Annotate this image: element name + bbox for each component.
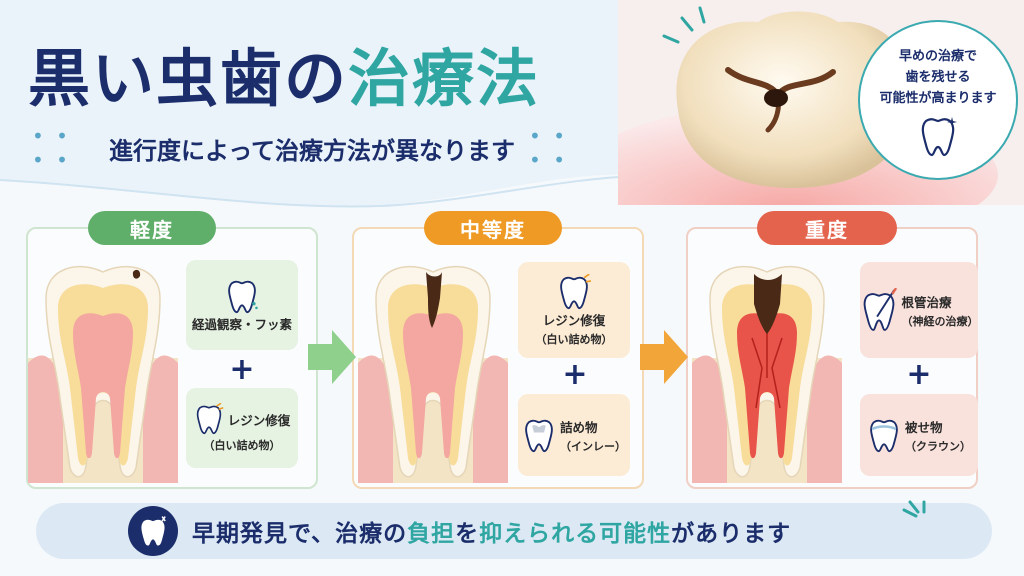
severe-treatment-2-label: 被せ物: [905, 419, 943, 435]
page-subtitle: 進行度によって治療方法が異なります: [108, 136, 516, 165]
moderate-treatment-2-label: 詰め物: [560, 419, 598, 435]
bubble-line-3: 可能性が高まります: [879, 91, 997, 106]
bubble-line-1: 早めの治療で: [898, 49, 977, 64]
arrow-right-icon: [640, 330, 688, 384]
bottom-message: 早期発見で、治療の負担を抑えられる可能性があります: [192, 514, 791, 548]
mild-tooth-illustration: [28, 265, 178, 483]
plus-sign: +: [906, 357, 932, 392]
info-bubble: 早めの治療で 歯を残せる 可能性が高まります: [858, 20, 1018, 180]
plus-sign: +: [562, 357, 588, 392]
moderate-stage-label: 中等度: [424, 211, 562, 245]
tooth-icon: [228, 280, 258, 313]
tooth-icon: [196, 403, 224, 435]
bottom-text-2: を: [455, 521, 480, 547]
bottom-text-1: 早期発見で、治療の: [192, 521, 408, 547]
title-part-2: 治療法: [348, 42, 541, 115]
bottom-message-bar: 早期発見で、治療の負担を抑えられる可能性があります: [36, 503, 992, 559]
tooth-icon: [921, 117, 957, 157]
moderate-treatment-2-card: 詰め物 （インレー）: [518, 394, 630, 476]
severe-tooth-illustration: [692, 265, 842, 483]
mild-treatment-2-sub: （白い詰め物）: [203, 439, 281, 452]
bottom-highlight-1: 負担: [407, 521, 456, 547]
mild-treatment-2-card: レジン修復 （白い詰め物）: [186, 388, 298, 468]
dots-right: • • • •: [529, 124, 568, 172]
plus-sign: +: [229, 352, 255, 387]
tooth-icon: [870, 419, 898, 453]
bubble-line-2: 歯を残せる: [905, 70, 971, 85]
mild-treatment-1-card: 経過観察・フッ素: [186, 260, 298, 350]
severe-treatment-2-sub: （クラウン）: [905, 439, 971, 453]
moderate-treatment-1-label: レジン修復: [542, 312, 606, 328]
severe-treatment-1-card: 根管治療 （神経の治療）: [860, 262, 979, 358]
mild-treatment-1-label: 経過観察・フッ素: [191, 316, 292, 332]
severe-treatment-1-sub: （神経の治療）: [901, 314, 979, 328]
sparkle-icon: [902, 500, 926, 518]
moderate-treatment-2-sub: （インレー）: [560, 439, 626, 453]
bottom-highlight-3: 可能性: [599, 521, 672, 547]
severe-treatment-1-label: 根管治療: [901, 294, 952, 310]
mild-stage-label: 軽度: [88, 211, 216, 245]
severe-treatment-2-card: 被せ物 （クラウン）: [860, 394, 978, 476]
root-canal-icon: [863, 288, 897, 331]
mild-treatment-2-label: レジン修復: [227, 412, 291, 428]
moderate-tooth-illustration: [358, 265, 508, 483]
moderate-treatment-1-card: レジン修復 （白い詰め物）: [518, 262, 630, 358]
shield-tooth-icon: [128, 506, 178, 556]
bottom-text-3: があります: [671, 521, 792, 547]
arrow-right-icon: [308, 330, 356, 384]
bottom-highlight-2: 抑えられる: [479, 521, 600, 547]
page-title: 黒い虫歯の治療法: [28, 28, 540, 118]
moderate-treatment-1-sub: （白い詰め物）: [535, 332, 613, 346]
title-part-1: 黒い虫歯の: [28, 42, 349, 115]
subtitle-row: • • • • 進行度によって治療方法が異なります • • • •: [32, 124, 592, 172]
tooth-icon: [560, 273, 591, 309]
tooth-icon: [525, 419, 553, 453]
severe-stage-label: 重度: [757, 211, 897, 245]
dots-left: • • • •: [32, 124, 71, 172]
